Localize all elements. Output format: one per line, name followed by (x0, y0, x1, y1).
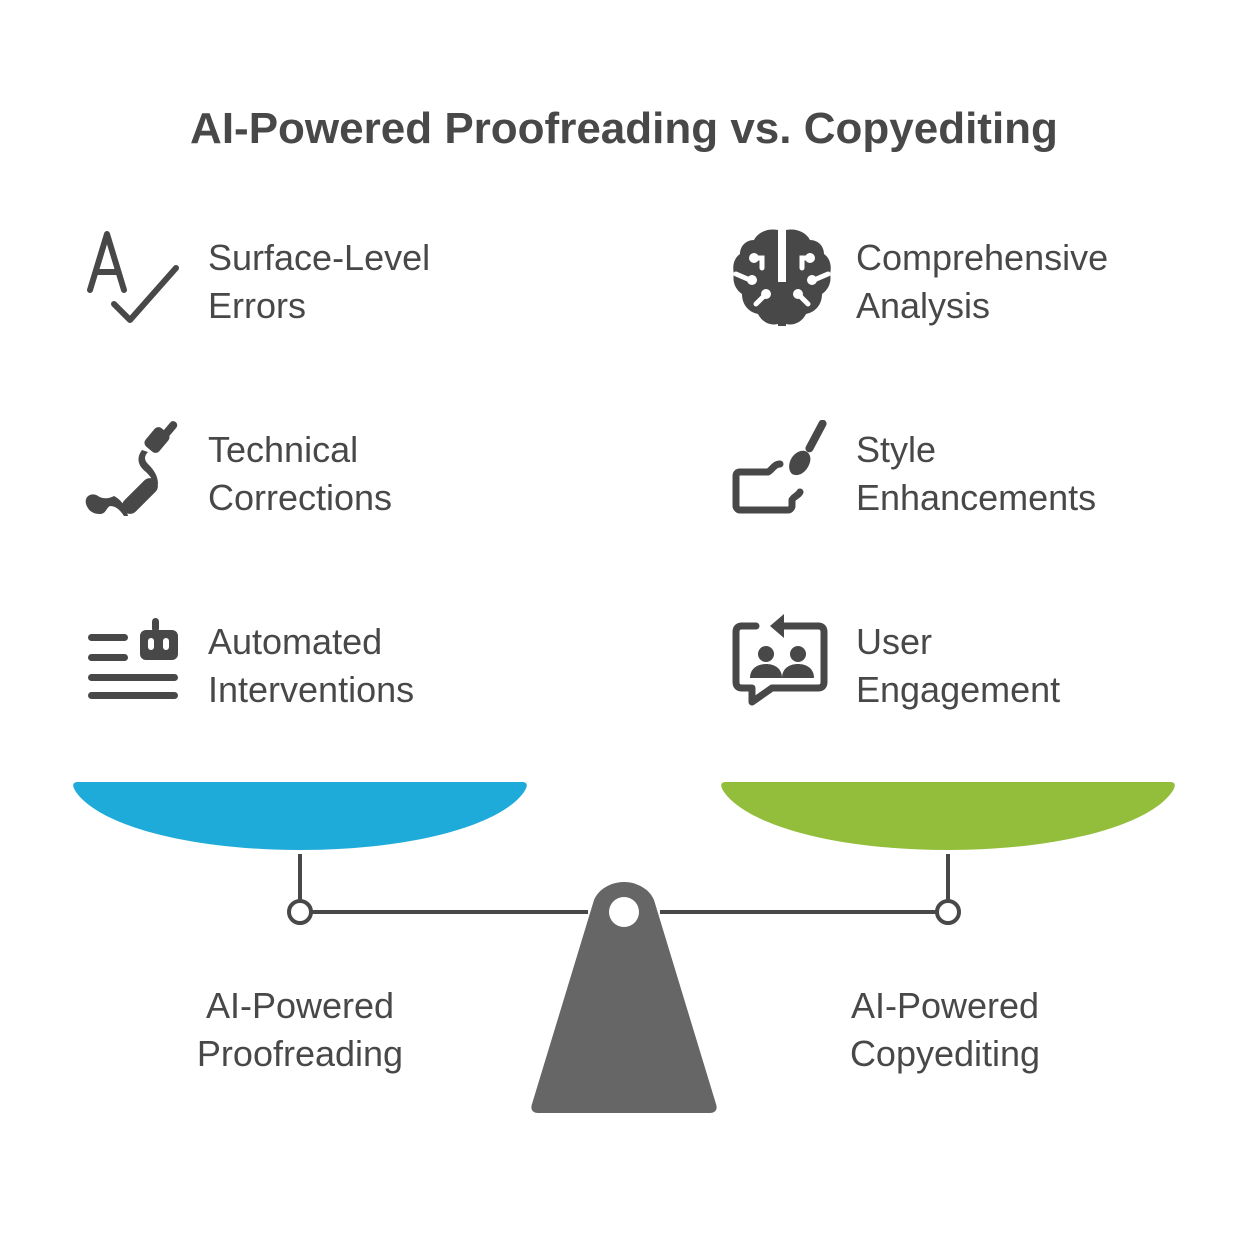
right-pivot (935, 899, 961, 925)
item-label: User Engagement (856, 621, 1061, 710)
item-label: Automated Interventions (208, 621, 415, 710)
brain-icon (733, 229, 831, 326)
page-title: AI-Powered Proofreading vs. Copyediting (190, 104, 1058, 153)
left-pivot (287, 899, 313, 925)
robotic-arm-icon (85, 421, 178, 516)
right-pan (721, 782, 1175, 850)
user-chat-icon (732, 614, 828, 706)
fulcrum (531, 882, 717, 1113)
robot-text-icon (88, 618, 178, 699)
left-pan (73, 782, 527, 850)
spellcheck-icon (87, 231, 179, 323)
item-label: Technical Corrections (208, 429, 393, 518)
item-label: Comprehensive Analysis (856, 237, 1109, 326)
fulcrum-hole (609, 897, 639, 927)
left-scale-label: AI-Powered Proofreading (196, 985, 404, 1074)
right-scale-label: AI-Powered Copyediting (849, 985, 1041, 1074)
paintbrush-hand-icon (732, 420, 827, 514)
item-label: Surface-Level Errors (208, 237, 431, 326)
item-label: Style Enhancements (856, 429, 1097, 518)
